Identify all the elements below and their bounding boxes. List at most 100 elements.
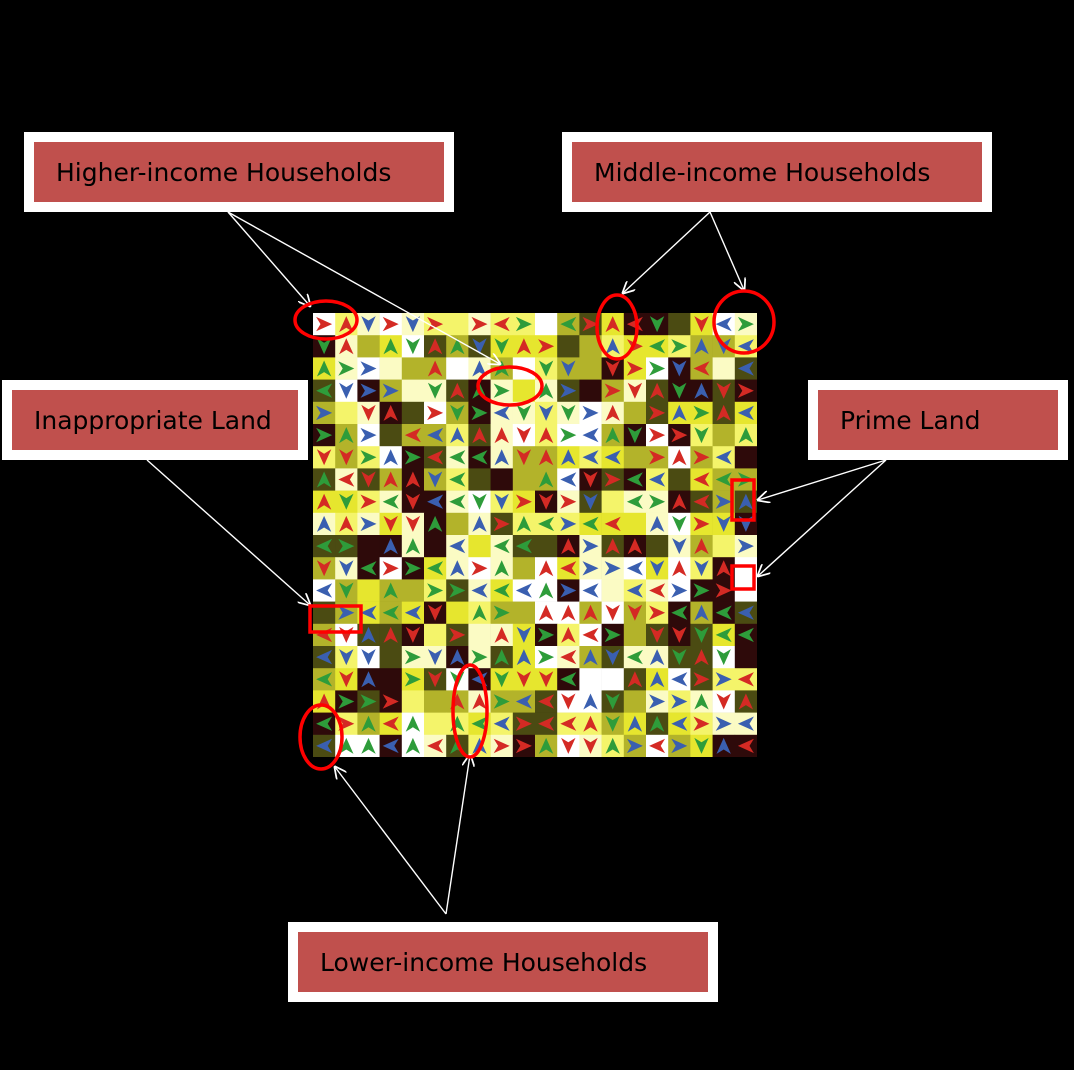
household-arrowhead-icon <box>427 450 444 465</box>
household-arrowhead-icon <box>449 583 466 598</box>
household-arrowhead-icon <box>471 316 488 332</box>
inappropriate-land-label-text: Inappropriate Land <box>12 390 298 450</box>
household-arrowhead-icon <box>472 360 487 377</box>
land-cell <box>623 401 647 425</box>
household-arrowhead-icon <box>649 649 665 666</box>
household-arrowhead-icon <box>582 583 599 598</box>
household-arrowhead-icon <box>716 693 731 710</box>
household-arrowhead-icon <box>427 583 444 598</box>
household-arrowhead-icon <box>671 583 688 598</box>
household-arrowhead-icon <box>693 361 710 376</box>
household-arrowhead-icon <box>361 715 376 732</box>
household-arrowhead-icon <box>339 515 354 532</box>
household-arrowhead-icon <box>450 649 465 666</box>
middle-income-label: Middle-income Households <box>562 132 992 212</box>
highlight-prime-2 <box>730 564 756 591</box>
household-arrowhead-icon <box>360 694 377 709</box>
household-arrowhead-icon <box>316 716 333 731</box>
household-arrowhead-icon <box>694 693 709 710</box>
household-arrowhead-icon <box>405 715 421 732</box>
highlight-prime-1 <box>730 478 756 522</box>
household-arrowhead-icon <box>560 316 577 332</box>
household-arrowhead-icon <box>604 472 621 487</box>
household-arrowhead-icon <box>383 471 398 488</box>
household-arrowhead-icon <box>626 583 643 598</box>
land-cell <box>579 357 602 380</box>
household-arrowhead-icon <box>427 338 443 355</box>
household-arrowhead-icon <box>360 427 377 443</box>
household-arrowhead-icon <box>449 627 466 643</box>
household-arrowhead-icon <box>715 494 732 509</box>
household-arrowhead-icon <box>361 671 376 688</box>
household-arrowhead-icon <box>339 671 354 688</box>
highlight-higher-1 <box>293 299 359 341</box>
callout-higher-1 <box>227 211 310 306</box>
land-cell <box>357 579 380 602</box>
highlight-higher-2 <box>476 365 544 407</box>
household-arrowhead-icon <box>627 715 643 732</box>
household-arrowhead-icon <box>316 471 332 488</box>
household-arrowhead-icon <box>671 716 688 731</box>
land-cell <box>512 557 536 580</box>
household-arrowhead-icon <box>582 627 599 643</box>
land-cell <box>579 335 602 358</box>
higher-income-label: Higher-income Households <box>24 132 454 212</box>
household-arrowhead-icon <box>493 516 510 532</box>
household-arrowhead-icon <box>626 649 643 665</box>
household-arrowhead-icon <box>316 672 333 687</box>
household-arrowhead-icon <box>605 715 620 732</box>
household-arrowhead-icon <box>339 427 354 444</box>
household-arrowhead-icon <box>515 694 532 709</box>
household-arrowhead-icon <box>472 338 487 355</box>
household-arrowhead-icon <box>493 383 510 398</box>
land-cell <box>535 313 558 336</box>
household-arrowhead-icon <box>360 516 377 532</box>
household-arrowhead-icon <box>561 737 576 754</box>
household-arrowhead-icon <box>404 450 421 465</box>
household-arrowhead-icon <box>672 382 687 399</box>
middle-income-label-text: Middle-income Households <box>572 142 982 202</box>
highlight-inappropriate <box>308 604 363 634</box>
household-arrowhead-icon <box>494 427 509 444</box>
household-arrowhead-icon <box>472 427 487 444</box>
land-cell <box>446 601 469 625</box>
household-arrowhead-icon <box>493 538 510 554</box>
household-arrowhead-icon <box>627 427 643 444</box>
household-arrowhead-icon <box>404 649 421 665</box>
household-arrowhead-icon <box>649 671 665 688</box>
household-arrowhead-icon <box>427 360 443 377</box>
household-arrowhead-icon <box>538 339 555 354</box>
household-arrowhead-icon <box>538 649 555 665</box>
household-arrowhead-icon <box>316 360 332 377</box>
household-arrowhead-icon <box>672 626 687 643</box>
household-arrowhead-icon <box>316 405 333 421</box>
household-arrowhead-icon <box>516 626 532 643</box>
household-arrowhead-icon <box>582 316 599 332</box>
household-arrowhead-icon <box>694 382 709 399</box>
land-cell <box>357 335 380 358</box>
land-cell <box>446 512 469 536</box>
household-arrowhead-icon <box>693 516 710 532</box>
household-arrowhead-icon <box>715 316 732 332</box>
household-arrowhead-icon <box>450 382 465 399</box>
land-cell <box>734 646 757 669</box>
household-arrowhead-icon <box>583 693 598 710</box>
land-cell <box>446 357 469 380</box>
household-arrowhead-icon <box>339 316 354 333</box>
household-arrowhead-icon <box>694 737 709 754</box>
household-arrowhead-icon <box>737 383 754 398</box>
household-arrowhead-icon <box>316 383 333 398</box>
household-arrowhead-icon <box>737 538 754 554</box>
household-arrowhead-icon <box>583 737 598 754</box>
household-arrowhead-icon <box>582 450 599 465</box>
household-arrowhead-icon <box>316 649 333 665</box>
household-arrowhead-icon <box>361 316 376 333</box>
household-arrowhead-icon <box>715 672 732 687</box>
household-arrowhead-icon <box>605 604 620 621</box>
land-cell <box>712 357 736 380</box>
household-arrowhead-icon <box>672 360 687 377</box>
household-arrowhead-icon <box>339 493 354 510</box>
household-arrowhead-icon <box>361 626 376 643</box>
land-cell <box>601 490 625 514</box>
land-cell <box>379 646 403 669</box>
